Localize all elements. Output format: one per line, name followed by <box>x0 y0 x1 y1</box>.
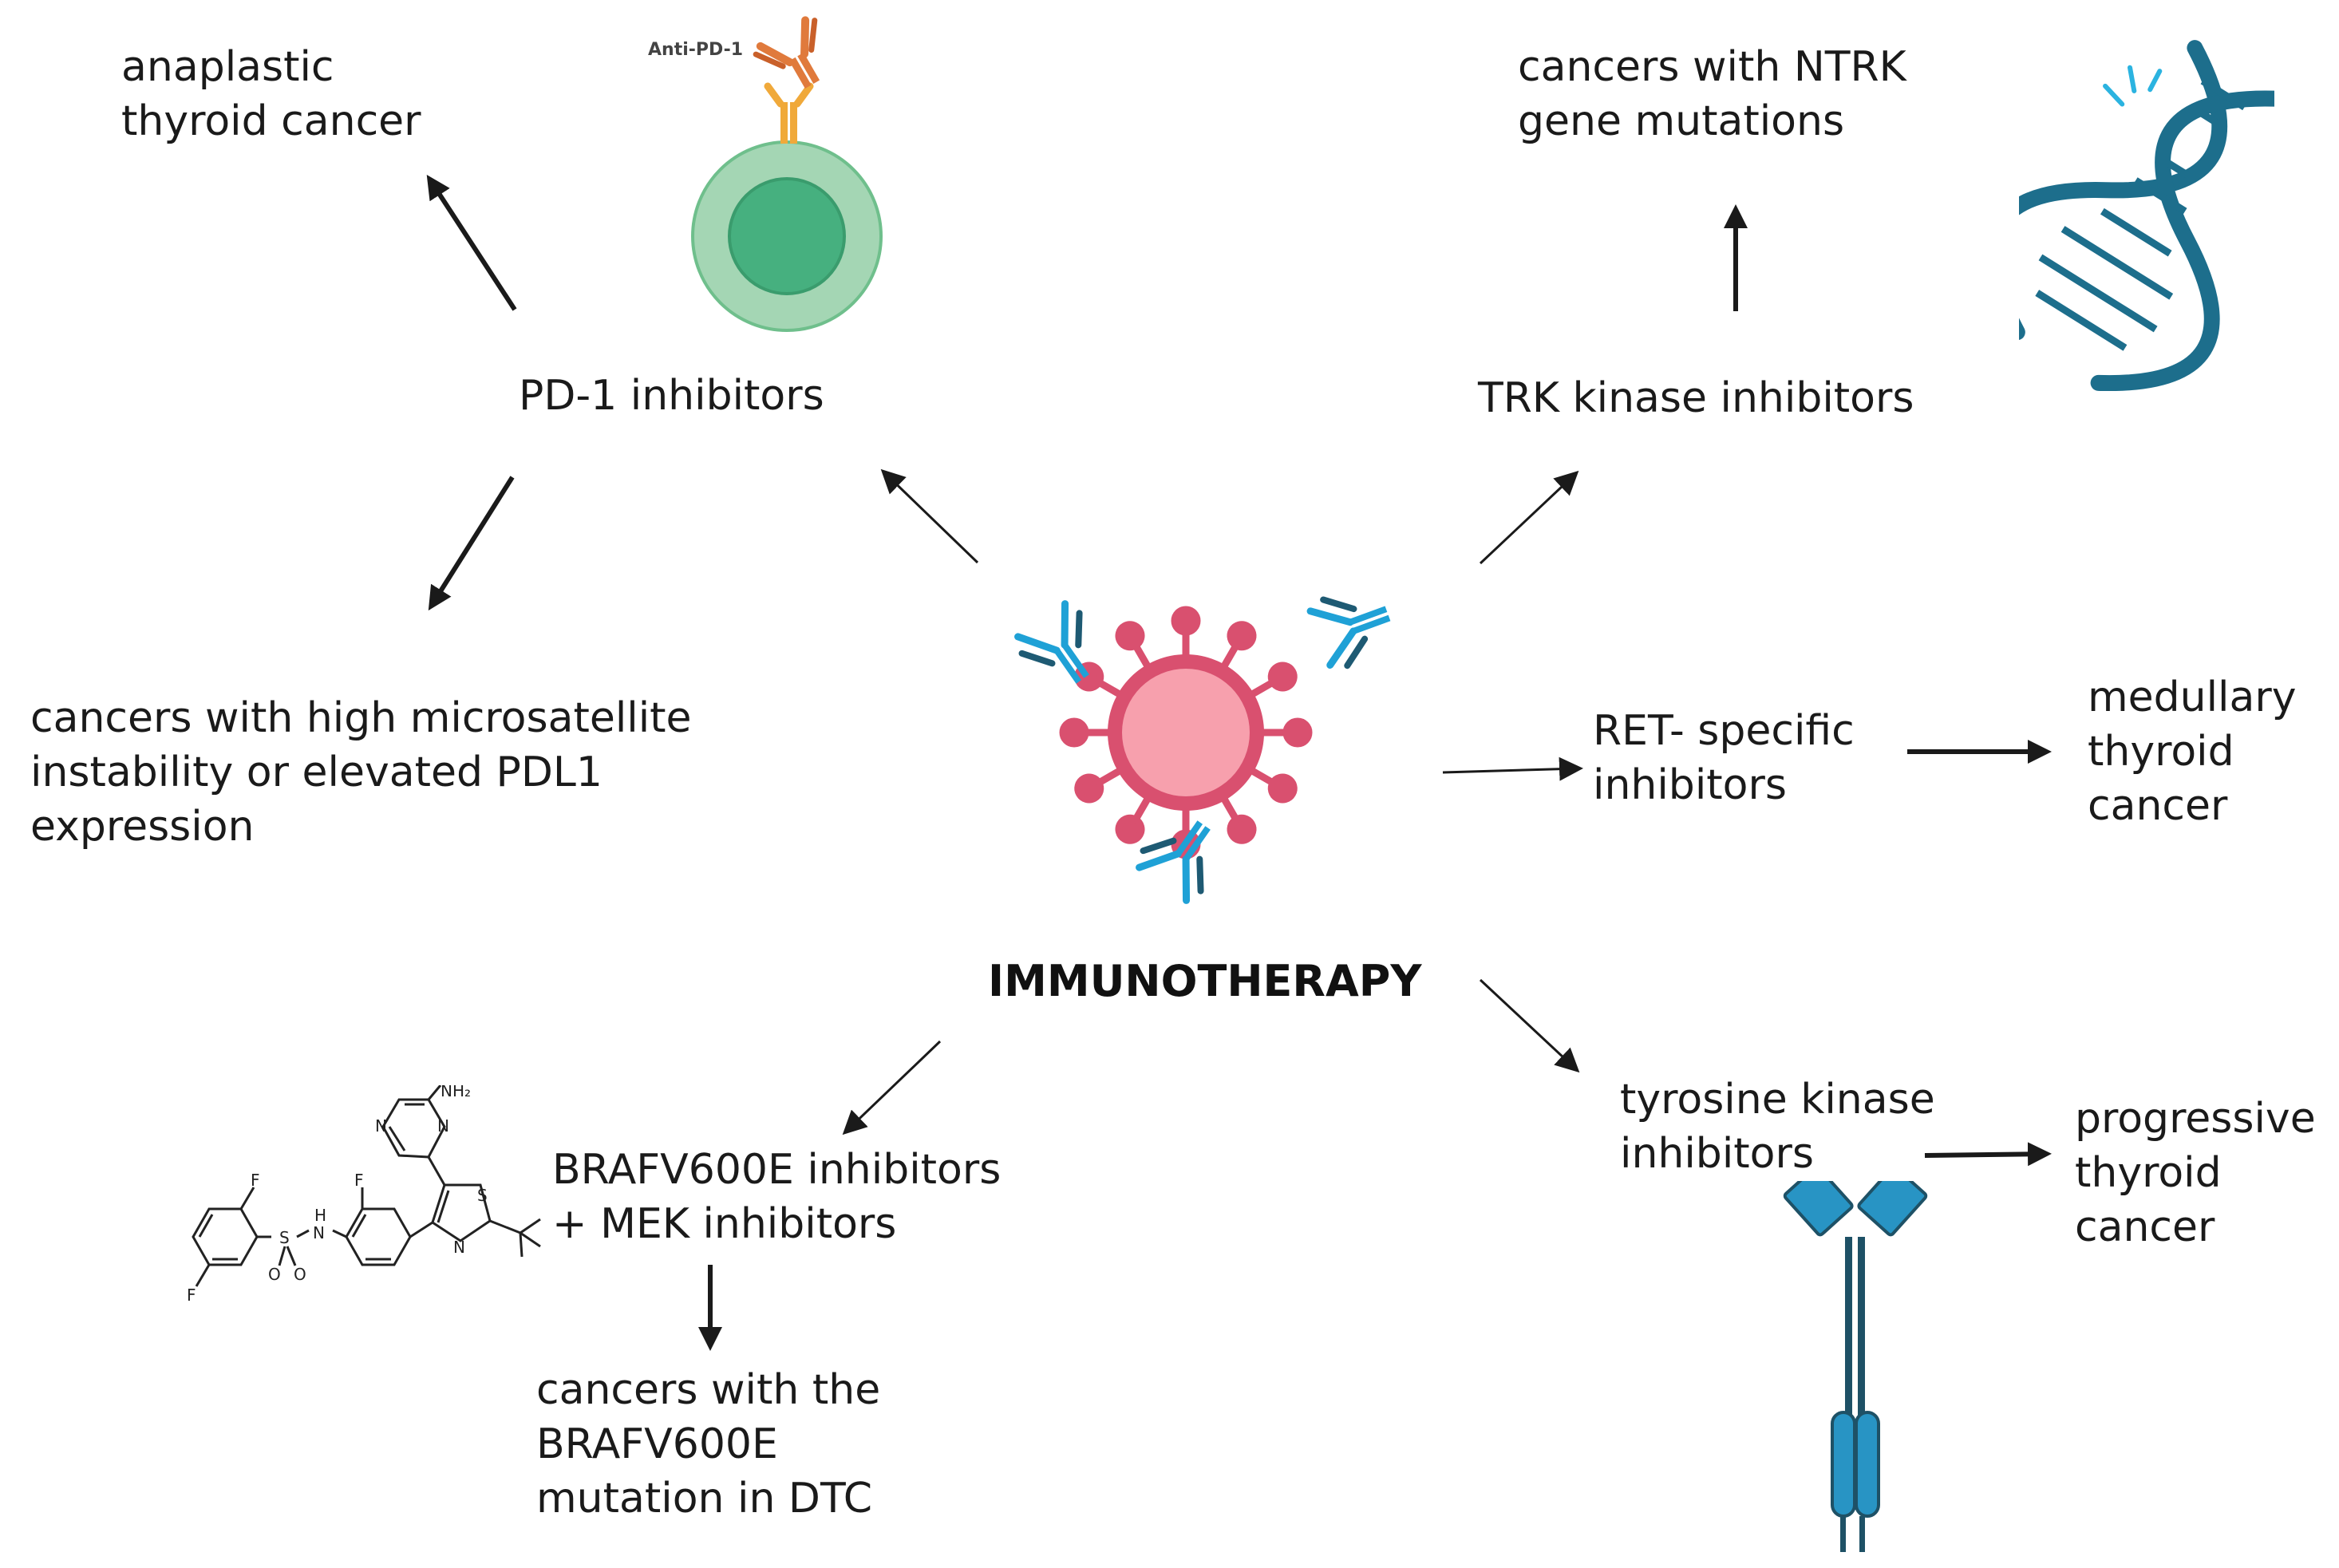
ntrk-cancers-label: cancers with NTRK gene mutations <box>1518 43 1906 145</box>
msi-pdl1-cancers-label: cancers with high microsatellite instabi… <box>30 694 692 851</box>
chem-label-h: H <box>314 1206 326 1225</box>
braf-mek-inhibitors-label: BRAFV600E inhibitors + MEK inhibitors <box>552 1146 1002 1248</box>
arrow-pd1-to-msi <box>428 476 515 611</box>
ret-specific-inhibitors-label: RET- specific inhibitors <box>1593 707 1855 809</box>
antibody-icon <box>1306 596 1391 669</box>
anti-pd1-label: Anti-PD-1 <box>648 40 744 60</box>
anaplastic-thyroid-cancer-label: anaplastic thyroid cancer <box>121 43 421 145</box>
chem-label-s: S <box>477 1186 488 1205</box>
chem-label-n: N <box>437 1116 449 1136</box>
chem-label-f: F <box>251 1171 260 1190</box>
arrow-center-to-tki <box>1479 978 1580 1073</box>
arrow-center-to-trk <box>1479 470 1579 565</box>
braf-dtc-cancers-label: cancers with the BRAFV600E mutation in D… <box>536 1366 881 1523</box>
medullary-thyroid-cancer-label: medullary thyroid cancer <box>2088 673 2297 830</box>
pd1-receptor-icon <box>764 82 814 144</box>
anti-pd1-antibody-icon <box>753 16 820 89</box>
chem-label-o: O <box>294 1265 306 1284</box>
center-title: IMMUNOTHERAPY <box>988 956 1422 1006</box>
arrow-tki-to-progressive <box>1924 1142 2052 1167</box>
chem-label-f: F <box>354 1171 364 1190</box>
antibody-icon <box>1014 600 1089 684</box>
chem-label-n: N <box>375 1116 387 1136</box>
chem-label-f: F <box>187 1286 196 1305</box>
tyrosine-kinase-inhibitors-label: tyrosine kinase inhibitors <box>1620 1076 1935 1178</box>
dna-icon <box>2019 40 2274 391</box>
arrow-center-to-braf <box>842 1040 942 1136</box>
trk-kinase-inhibitors-label: TRK kinase inhibitors <box>1478 374 1914 422</box>
progressive-thyroid-cancer-label: progressive thyroid cancer <box>2075 1095 2316 1251</box>
pd1-inhibitors-label: PD-1 inhibitors <box>519 372 824 420</box>
arrow-pd1-to-anaplastic <box>426 174 517 311</box>
receptor-antibody-icon <box>1783 1181 1928 1552</box>
arrow-center-to-pd1 <box>880 468 979 564</box>
chem-label-n: N <box>313 1223 325 1242</box>
antibody-icon <box>1136 820 1211 904</box>
chem-label-o: O <box>268 1265 281 1284</box>
chemical-structure-icon: NH₂ N N S N F F F H N S O O <box>187 1085 541 1305</box>
chem-label-nh2: NH₂ <box>441 1085 471 1100</box>
arrow-center-to-ret <box>1442 756 1583 781</box>
t-cell-icon <box>691 16 883 332</box>
virus-icon <box>1059 606 1313 859</box>
chem-label-s: S <box>279 1228 290 1247</box>
chem-label-n: N <box>453 1238 465 1257</box>
